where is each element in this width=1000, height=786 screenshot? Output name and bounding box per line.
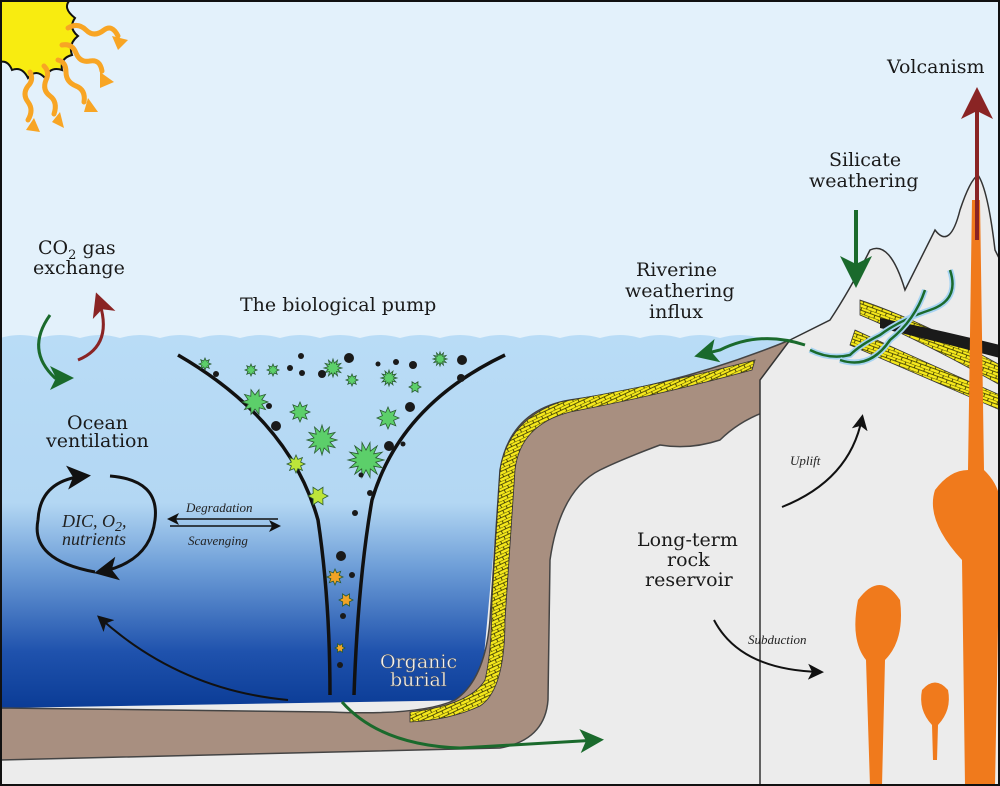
particle-dot (358, 472, 364, 478)
particle-dot (405, 402, 415, 412)
subduction-arrow (713, 619, 824, 680)
co2-exchange-label: CO2 gas (38, 237, 116, 263)
co2-exchange-label-2: exchange (33, 257, 125, 279)
reservoir-label-1: Long-term (637, 529, 738, 551)
particle-dot (375, 361, 381, 367)
biological-pump-funnel (177, 353, 506, 696)
riverine-label-3: influx (649, 301, 703, 323)
plankton-icon (334, 642, 346, 654)
organic-burial-arrow (340, 701, 604, 754)
plankton-icon (379, 368, 399, 388)
plankton-icon (285, 453, 307, 475)
plankton-icon (288, 400, 312, 424)
uplift-label: Uplift (790, 453, 821, 468)
particle-dot (393, 359, 399, 365)
dic-label-1: DIC, O2, (61, 511, 127, 535)
sun-icon (0, 0, 128, 132)
particle-dot (336, 551, 346, 561)
particle-dot (457, 355, 467, 365)
particle-dot (384, 441, 394, 451)
plankton-icon (408, 381, 422, 393)
particle-dot (457, 374, 465, 382)
subduction-label: Subduction (748, 632, 807, 647)
particle-dot (400, 441, 406, 447)
ocean (0, 335, 790, 708)
volcanism-label: Volcanism (886, 56, 985, 78)
plankton-icon (265, 362, 281, 378)
dic-label-2: nutrients (62, 529, 126, 549)
particle-dot (340, 613, 346, 619)
carbonate-layer (409, 359, 756, 723)
organic-burial-label-2: burial (390, 669, 447, 691)
plankton-icon (322, 357, 344, 379)
ventilation-cycle (35, 465, 157, 581)
plankton-icon (338, 593, 354, 607)
plankton-icon (375, 405, 401, 431)
biological-pump-label: The biological pump (240, 294, 436, 316)
riverine-label-2: weathering (625, 280, 735, 302)
particle-dot (367, 490, 373, 496)
plankton-icon (243, 362, 259, 378)
organic-burial-label-1: Organic (380, 651, 457, 673)
silicate-label-1: Silicate (829, 149, 901, 171)
particle-dot (271, 421, 281, 431)
plankton-icon (197, 356, 213, 372)
ocean-ventilation-label-2: ventilation (45, 430, 149, 452)
river-network (808, 269, 956, 366)
particle-dot (337, 662, 343, 668)
co2-outgas-arrow (77, 292, 116, 362)
plankton-icon (307, 486, 329, 506)
plankton-icon (346, 440, 386, 480)
particle-dot (266, 403, 272, 409)
riverine-influx-arrow (694, 337, 806, 363)
riverine-label-1: Riverine (636, 259, 717, 281)
particle-dot (298, 353, 304, 359)
plankton-icon (325, 567, 345, 587)
particle-dot (409, 361, 417, 369)
scavenging-label: Scavenging (188, 533, 248, 548)
mountain (759, 173, 1000, 786)
particle-dot (318, 370, 326, 378)
plankton-icon (431, 350, 449, 368)
degradation-label: Degradation (185, 500, 252, 515)
particle-dot (344, 353, 354, 363)
reservoir-label-2: rock (667, 549, 710, 571)
plankton-icon (344, 372, 360, 388)
plankton-icon (240, 388, 270, 416)
ocean-ventilation-label-1: Ocean (67, 412, 128, 434)
particle-dot (213, 371, 219, 377)
plankton-icon (305, 423, 339, 457)
particle-dot (352, 510, 358, 516)
uplift-arrow (781, 414, 868, 508)
particle-dot (287, 365, 293, 371)
deep-return-arrow (97, 615, 289, 701)
mountain-strata-3 (849, 329, 1000, 411)
co2-ingas-arrow (37, 314, 74, 390)
particle-dot (299, 370, 305, 376)
particle-dot (349, 572, 355, 578)
reservoir-label-3: reservoir (645, 569, 734, 591)
silicate-label-2: weathering (809, 170, 919, 192)
plankton-particles (197, 350, 467, 668)
magma (855, 200, 1000, 786)
